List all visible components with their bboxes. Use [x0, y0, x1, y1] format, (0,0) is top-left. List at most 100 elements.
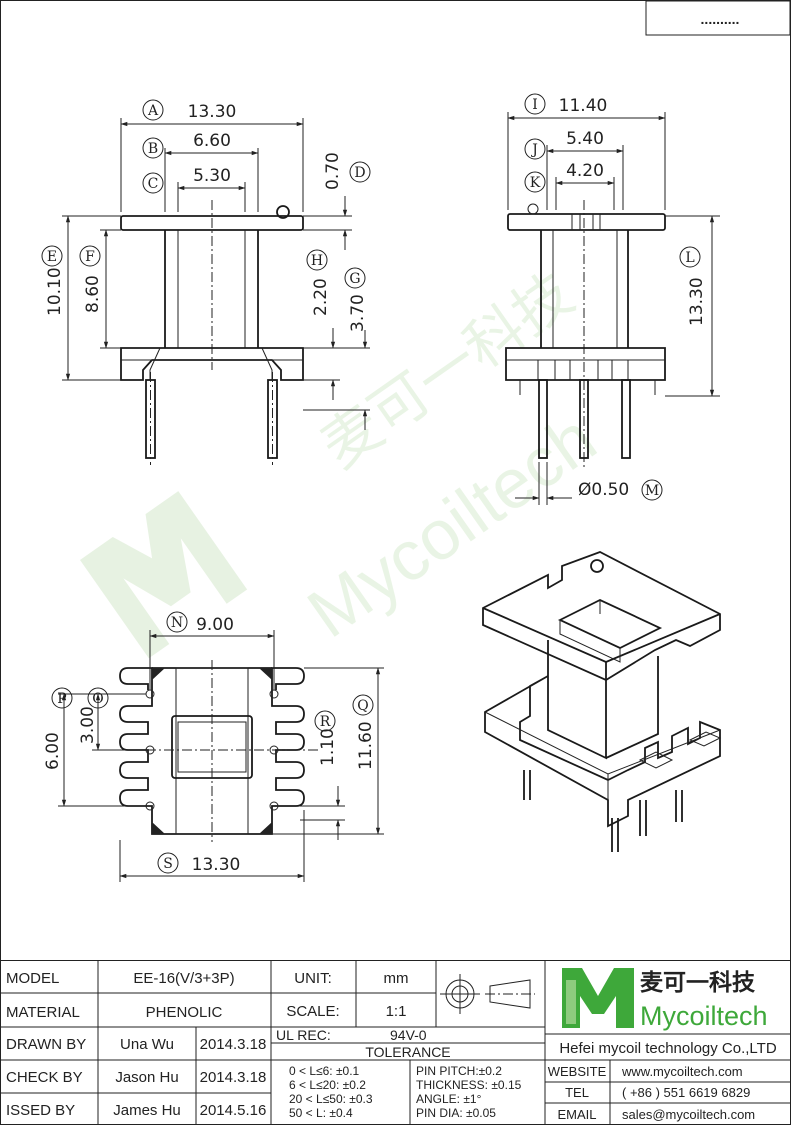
drawn-name: Una Wu	[120, 1036, 174, 1053]
tol-line-2: 6 < L≤20: ±0.2	[289, 1078, 366, 1092]
svg-text:A: A	[147, 103, 159, 119]
svg-text:5.30: 5.30	[193, 166, 231, 186]
tol-line-3: 20 < L≤50: ±0.3	[289, 1092, 373, 1106]
tol-right-3: ANGLE: ±1°	[416, 1092, 482, 1106]
tolerance-label: TOLERANCE	[365, 1044, 450, 1060]
svg-text:K: K	[530, 175, 541, 191]
tol-right-1: PIN PITCH:±0.2	[416, 1064, 502, 1078]
tol-right-4: PIN DIA: ±0.05	[416, 1106, 496, 1120]
check-name: Jason Hu	[115, 1069, 178, 1086]
svg-text:..........: ..........	[701, 11, 740, 27]
unit-value: mm	[384, 970, 409, 987]
dim-S: S 13.30	[157, 852, 241, 875]
svg-text:1.10: 1.10	[318, 728, 338, 766]
svg-text:3.70: 3.70	[348, 294, 368, 332]
svg-text:13.30: 13.30	[192, 855, 241, 875]
issued-label: ISSED BY	[6, 1102, 75, 1119]
svg-text:O: O	[92, 691, 103, 707]
svg-text:13.30: 13.30	[687, 277, 707, 326]
watermark-logo-mark	[80, 491, 248, 659]
drawn-date: 2014.3.18	[200, 1036, 267, 1053]
front-view	[62, 118, 370, 465]
svg-text:C: C	[148, 176, 159, 192]
dim-A: A 13.30	[142, 99, 237, 122]
dim-F: F 8.60	[79, 245, 103, 313]
svg-text:Ø0.50: Ø0.50	[578, 480, 629, 500]
tol-right-2: THICKNESS: ±0.15	[416, 1078, 522, 1092]
dim-P: P 6.00	[43, 687, 73, 770]
email-label: EMAIL	[557, 1107, 596, 1122]
logo-mark-icon	[562, 968, 634, 1028]
issued-date: 2014.5.16	[200, 1102, 267, 1119]
svg-text:13.30: 13.30	[188, 102, 237, 122]
dim-R: R 1.10	[314, 710, 338, 766]
material-label: MATERIAL	[6, 1004, 80, 1021]
svg-text:11.40: 11.40	[559, 96, 608, 116]
svg-text:6.00: 6.00	[43, 732, 63, 770]
title-block: MODEL EE-16(V/3+3P) MATERIAL PHENOLIC DR…	[0, 960, 791, 1125]
svg-text:4.20: 4.20	[566, 161, 604, 181]
isometric-view	[482, 551, 722, 852]
svg-text:0.70: 0.70	[323, 152, 343, 190]
dim-L: L 13.30	[679, 246, 707, 326]
svg-text:11.60: 11.60	[356, 721, 376, 770]
scale-value: 1:1	[386, 1003, 407, 1020]
dim-J: J 5.40	[524, 129, 604, 160]
bottom-view	[58, 630, 384, 882]
svg-text:S: S	[163, 856, 173, 872]
email-value: sales@mycoiltech.com	[622, 1107, 755, 1122]
svg-text:N: N	[171, 615, 183, 631]
check-label: CHECK BY	[6, 1069, 83, 1086]
corner-box: ..........	[645, 0, 791, 36]
svg-text:3.00: 3.00	[78, 706, 98, 744]
svg-text:F: F	[85, 249, 95, 265]
svg-text:9.00: 9.00	[196, 615, 234, 635]
model-label: MODEL	[6, 970, 59, 987]
watermark: 麦可一科技 Mycoiltech	[80, 261, 609, 659]
dim-B: B 6.60	[142, 131, 231, 159]
svg-text:P: P	[57, 691, 66, 707]
tol-line-1: 0 < L≤6: ±0.1	[289, 1064, 360, 1078]
svg-text:2.20: 2.20	[311, 278, 331, 316]
ulrec-label: UL REC:	[276, 1027, 331, 1043]
issued-name: James Hu	[113, 1102, 181, 1119]
material-value: PHENOLIC	[146, 1004, 223, 1021]
dim-C: C 5.30	[142, 166, 231, 194]
website-label: WEBSITE	[548, 1064, 607, 1079]
website-value: www.mycoiltech.com	[621, 1064, 743, 1079]
dim-K: K 4.20	[524, 161, 604, 193]
svg-text:J: J	[530, 142, 538, 158]
svg-text:M: M	[645, 483, 659, 499]
unit-label: UNIT:	[294, 970, 332, 987]
dim-M: Ø0.50 M	[578, 479, 663, 501]
svg-text:H: H	[311, 253, 323, 269]
logo-chinese: 麦可一科技	[640, 969, 756, 995]
company-logo: 麦可一科技 Mycoiltech	[562, 968, 768, 1031]
dim-H: H 2.20	[306, 249, 331, 316]
svg-text:G: G	[349, 271, 360, 287]
dim-O: O 3.00	[78, 687, 109, 744]
company-name: Hefei mycoil technology Co.,LTD	[559, 1040, 776, 1057]
svg-text:R: R	[320, 714, 331, 730]
dim-E: E 10.10	[41, 245, 65, 316]
svg-text:10.10: 10.10	[45, 267, 65, 316]
svg-text:I: I	[532, 97, 538, 113]
svg-text:E: E	[47, 249, 57, 265]
svg-text:B: B	[148, 141, 158, 157]
svg-text:5.40: 5.40	[566, 129, 604, 149]
drawn-label: DRAWN BY	[6, 1036, 86, 1053]
dim-Q: Q 11.60	[352, 694, 376, 770]
model-value: EE-16(V/3+3P)	[133, 970, 234, 987]
dim-G: G 3.70	[344, 267, 368, 332]
svg-text:6.60: 6.60	[193, 131, 231, 151]
svg-text:D: D	[354, 165, 365, 181]
logo-latin: Mycoiltech	[640, 1001, 768, 1031]
projection-symbol-icon	[440, 974, 535, 1014]
tel-label: TEL	[565, 1085, 589, 1100]
ulrec-value: 94V-0	[390, 1027, 427, 1043]
side-view	[505, 112, 720, 505]
svg-text:8.60: 8.60	[83, 275, 103, 313]
scale-label: SCALE:	[286, 1003, 339, 1020]
tel-value: ( +86 ) 551 6619 6829	[622, 1085, 750, 1100]
